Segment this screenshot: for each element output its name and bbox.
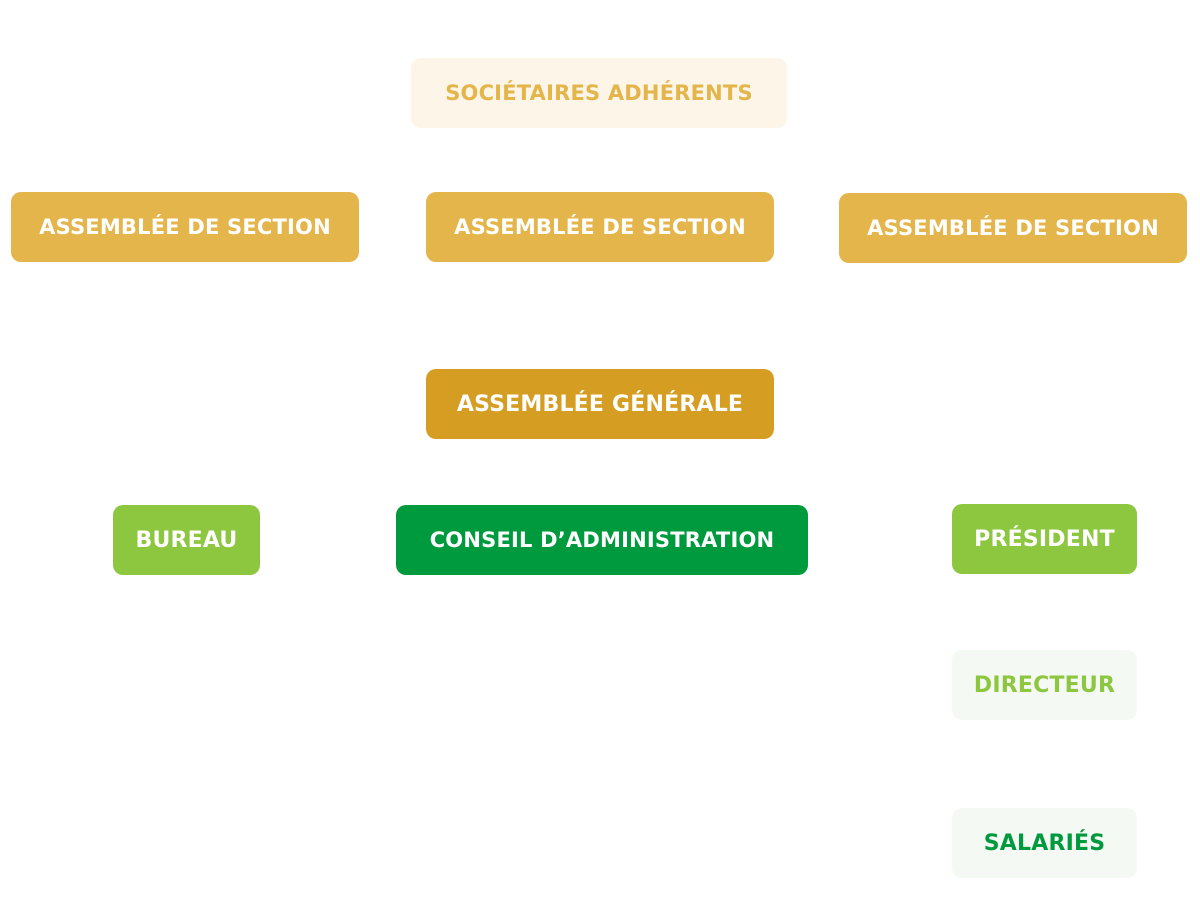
node-label: BUREAU — [135, 527, 238, 553]
node-salaries: SALARIÉS — [952, 808, 1137, 878]
node-label: PRÉSIDENT — [974, 526, 1115, 552]
node-label: ASSEMBLÉE DE SECTION — [39, 215, 331, 239]
node-label: CONSEIL D’ADMINISTRATION — [429, 528, 775, 552]
node-label: SOCIÉTAIRES ADHÉRENTS — [445, 81, 753, 105]
node-directeur: DIRECTEUR — [952, 650, 1137, 720]
node-assemblee-de-section-right: ASSEMBLÉE DE SECTION — [839, 193, 1187, 263]
node-societaires-adherents: SOCIÉTAIRES ADHÉRENTS — [411, 58, 787, 128]
node-label: ASSEMBLÉE DE SECTION — [454, 215, 746, 239]
node-label: ASSEMBLÉE GÉNÉRALE — [456, 391, 744, 417]
node-assemblee-de-section-left: ASSEMBLÉE DE SECTION — [11, 192, 359, 262]
node-label: SALARIÉS — [983, 830, 1106, 856]
node-label: DIRECTEUR — [973, 672, 1116, 698]
node-bureau: BUREAU — [113, 505, 260, 575]
node-assemblee-generale: ASSEMBLÉE GÉNÉRALE — [426, 369, 774, 439]
node-conseil-administration: CONSEIL D’ADMINISTRATION — [396, 505, 808, 575]
node-president: PRÉSIDENT — [952, 504, 1137, 574]
node-assemblee-de-section-center: ASSEMBLÉE DE SECTION — [426, 192, 774, 262]
node-label: ASSEMBLÉE DE SECTION — [867, 216, 1159, 240]
